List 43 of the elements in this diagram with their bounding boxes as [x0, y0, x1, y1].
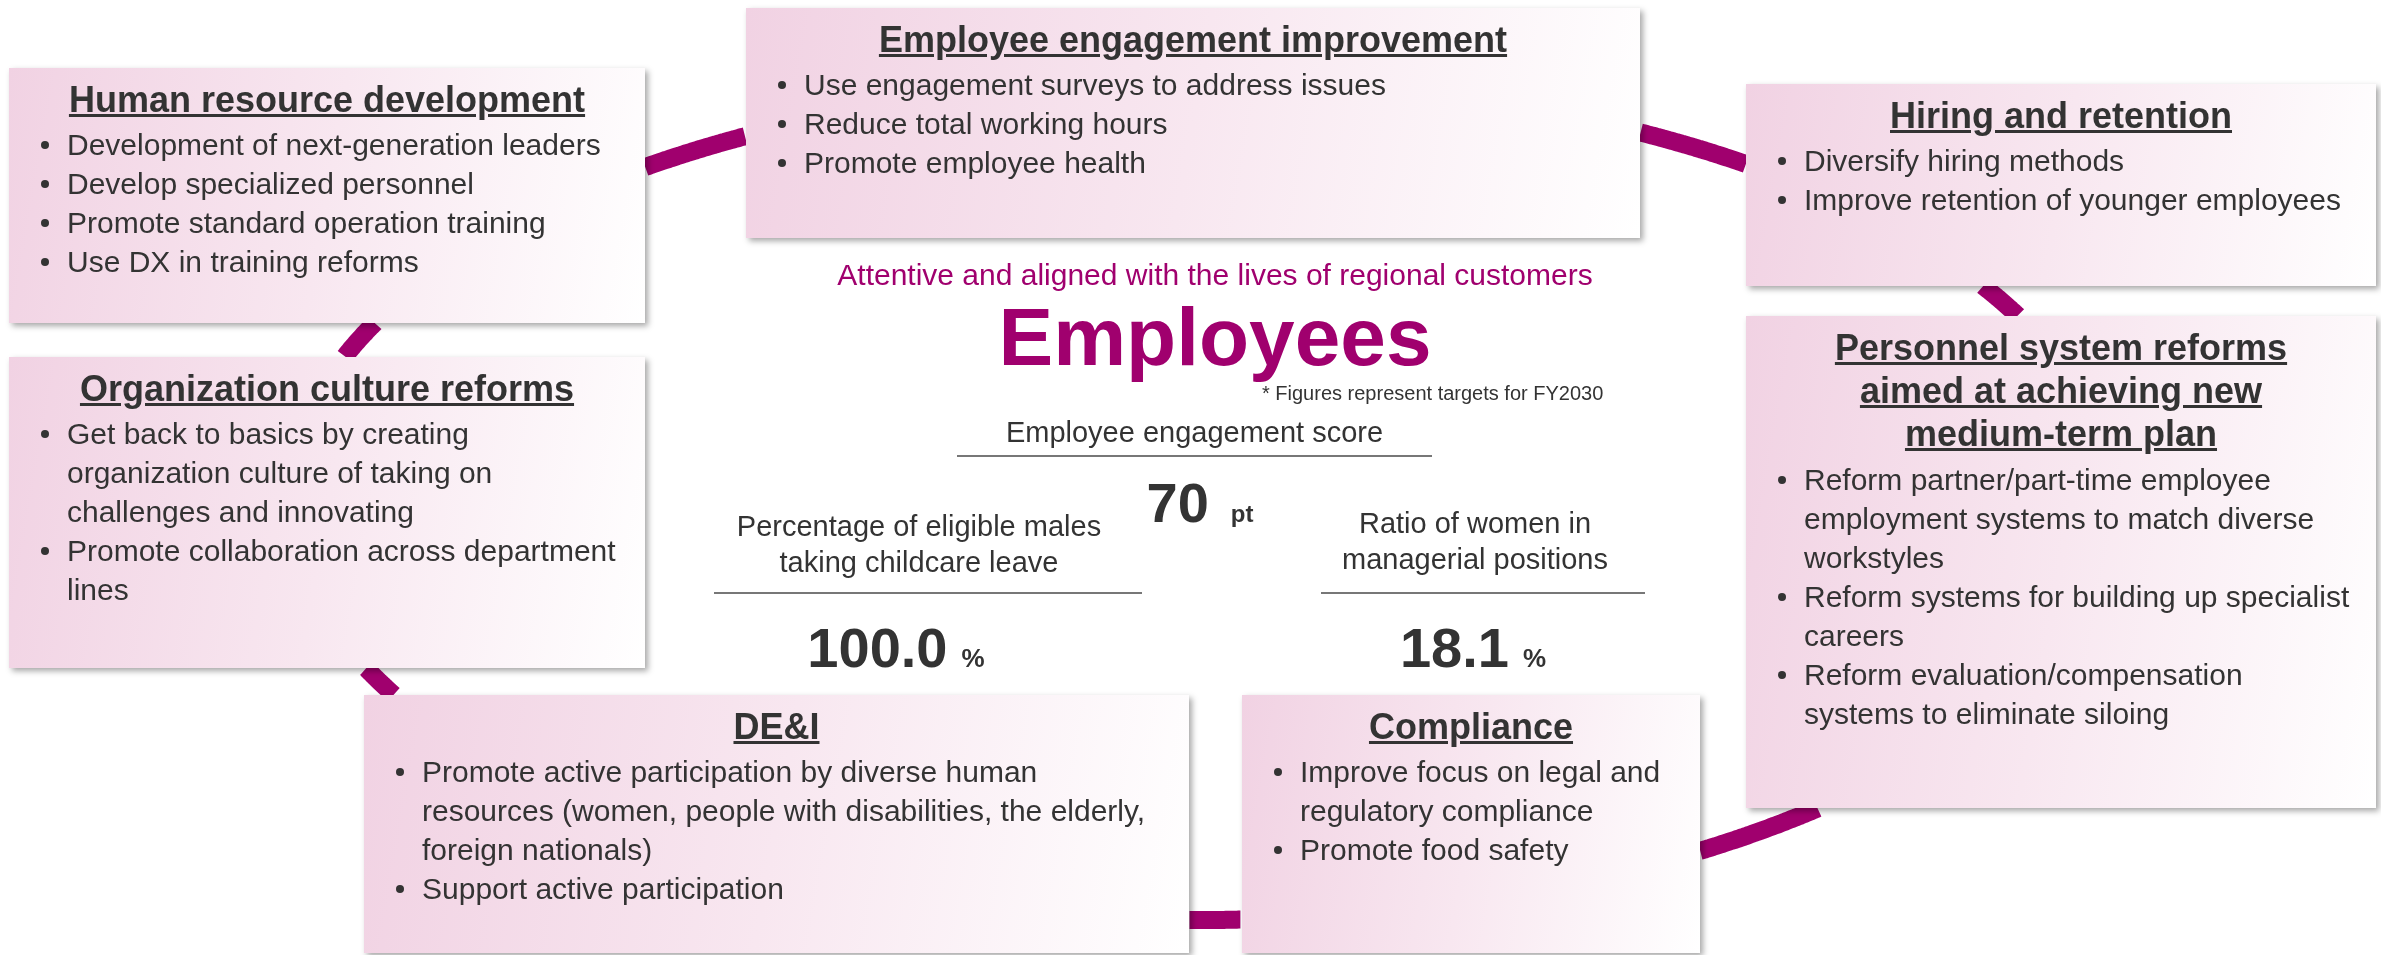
card-heading: Hiring and retention	[1889, 94, 2233, 138]
info-card	[9, 68, 645, 323]
info-card	[1746, 316, 2376, 808]
info-card	[1242, 695, 1700, 953]
bullet-item: Improve focus on legal and regulatory compliance	[1300, 755, 1661, 828]
kpi-value: 18.1	[1399, 616, 1509, 679]
bullet-item: Reform systems for building up specialist careers	[1804, 579, 2350, 652]
card-heading: Organization culture reforms	[78, 367, 576, 411]
kpi-label: Ratio of women in managerial positions	[1341, 506, 1609, 578]
bullet-item: Use DX in training reforms	[67, 245, 419, 279]
unit-label: %	[961, 643, 985, 673]
bullet-item: Development of next-generation leaders	[67, 128, 601, 162]
bullet-item: Reform evaluation/compensation systems to eliminate siloing	[1804, 657, 2243, 730]
info-card	[746, 8, 1640, 238]
footnote: * Figures represent targets for FY2030	[1262, 382, 1605, 405]
bullet-item: Promote employee health	[804, 146, 1146, 180]
bullet-item: Promote collaboration across department lines	[67, 534, 616, 607]
tagline: Attentive and aligned with the lives of regional customers	[836, 258, 1594, 292]
bullet-item: Reform partner/part-time employee employment systems to match diverse workstyles	[1804, 462, 2315, 574]
unit-label: %	[1522, 643, 1547, 673]
bullet-item: Promote standard operation training	[67, 206, 546, 240]
card-heading: Employee engagement improvement	[877, 18, 1509, 62]
kpi-label: Percentage of eligible males taking childcare leave	[735, 509, 1103, 581]
bullet-item: Promote active participation by diverse human resources (women, people with disabilities, the elderly, foreign nationals)	[422, 755, 1146, 867]
bullet-item: Promote food safety	[1300, 833, 1569, 867]
info-card	[1746, 84, 2376, 286]
kpi-label: Employee engagement score	[1004, 416, 1385, 449]
card-heading: Personnel system reforms aimed at achieving new medium-term plan	[1833, 326, 2289, 456]
kpi-value: 100.0	[807, 616, 948, 679]
bullet-item: Get back to basics by creating organization culture of taking on challenges and innovating	[67, 417, 493, 529]
bullet-item: Reduce total working hours	[804, 107, 1168, 141]
card-heading: DE&I	[732, 705, 821, 749]
unit-label: pt	[1230, 500, 1254, 527]
bullet-item: Diversify hiring methods	[1804, 144, 2125, 178]
info-card	[9, 357, 645, 668]
bullet-item: Develop specialized personnel	[67, 167, 474, 201]
bullet-item: Improve retention of younger employees	[1804, 183, 2341, 217]
kpi-value: 70	[1146, 471, 1209, 534]
card-heading: Compliance	[1367, 705, 1574, 749]
bullet-item: Use engagement surveys to address issues	[804, 68, 1386, 102]
info-card	[364, 695, 1189, 953]
card-heading: Human resource development	[67, 78, 587, 122]
bullet-item: Support active participation	[422, 872, 784, 906]
